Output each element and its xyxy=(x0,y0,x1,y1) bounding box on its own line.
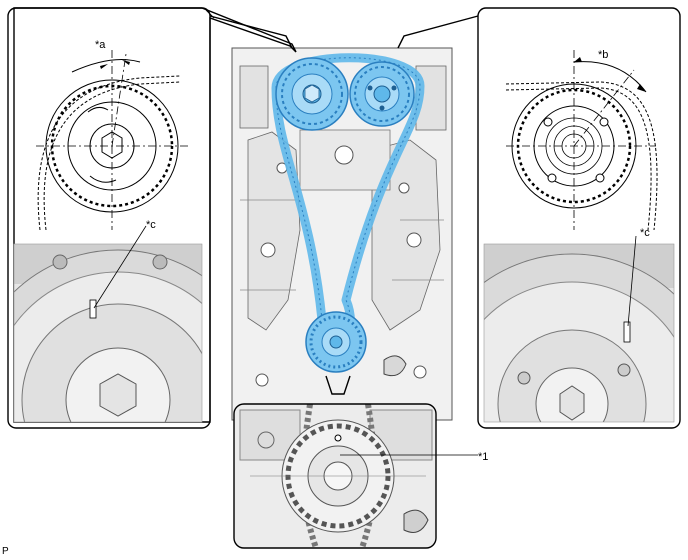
left-photo-inset xyxy=(14,244,202,422)
right-photo-inset xyxy=(484,244,674,422)
crank-mark-label: *1 xyxy=(478,451,488,463)
exhaust-camshaft-sprocket xyxy=(349,61,415,127)
right-detail-frame xyxy=(397,7,681,429)
leader-lines xyxy=(93,225,637,456)
crankshaft-sprocket xyxy=(305,311,367,373)
mark-a-label: *a xyxy=(95,39,106,51)
mark-c-right-label: *c xyxy=(640,227,650,239)
crank-photo-inset xyxy=(234,404,436,548)
exhaust-sprocket-line-drawing xyxy=(505,50,658,231)
mark-c-left-label: *c xyxy=(146,219,156,231)
intake-camshaft-sprocket xyxy=(275,57,349,131)
timing-chain-highlight xyxy=(271,53,425,351)
intake-sprocket-line-drawing xyxy=(36,50,190,231)
mark-b-label: *b xyxy=(598,49,608,61)
crank-detail-frame xyxy=(325,375,351,395)
footer-code: P xyxy=(2,546,9,557)
